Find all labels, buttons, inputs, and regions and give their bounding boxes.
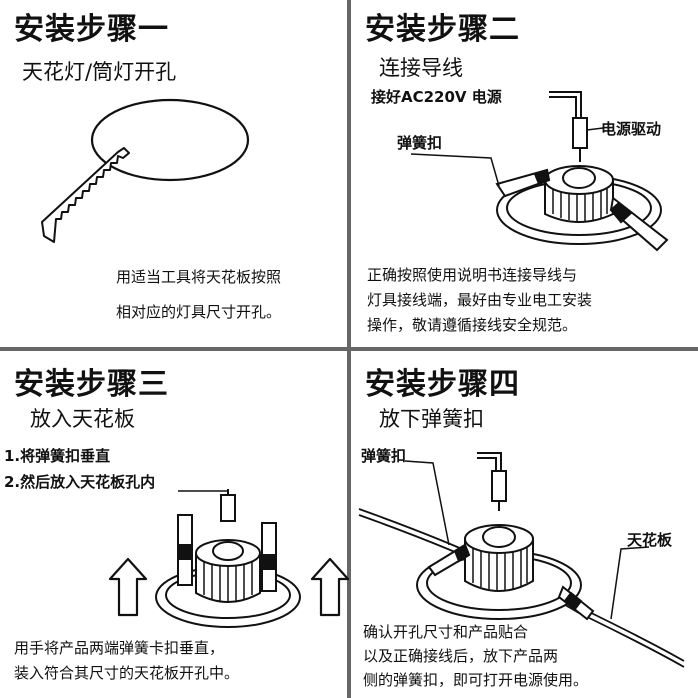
power-driver-icon	[572, 117, 588, 149]
lamp-lens	[482, 526, 516, 548]
power-wire	[549, 91, 582, 120]
up-arrow-right-icon	[310, 557, 349, 617]
step1-title: 安装步骤一	[14, 12, 169, 47]
step3-desc-line2: 装入符合其尺寸的天花板开孔中。	[14, 664, 240, 682]
horizontal-divider	[0, 347, 698, 351]
driver-pointer-line	[586, 127, 604, 131]
power-wire	[477, 452, 502, 471]
step2-subtitle: 连接导线	[379, 56, 463, 80]
step2-panel: 安装步骤二 连接导线 接好AC220V 电源 电源驱动 弹簧扣 正确按照使用说明…	[349, 0, 698, 349]
spring-pointer-arrow	[410, 153, 500, 187]
step4-desc-line2: 以及正确接线后，放下产品两	[363, 647, 559, 665]
install-springs-illustration	[358, 452, 685, 668]
step4-label-spring: 弹簧扣	[361, 447, 407, 465]
step3-title: 安装步骤三	[14, 367, 169, 402]
step4-desc-line3: 侧的弹簧扣，即可打开电源使用。	[363, 671, 589, 689]
lamp-lens	[562, 167, 596, 189]
up-arrow-left-icon	[108, 557, 148, 617]
step2-label-driver: 电源驱动	[601, 120, 662, 138]
step3-desc-line1: 用手将产品两端弹簧卡扣垂直，	[14, 639, 225, 657]
step3-item2: 2.然后放入天花板孔内	[4, 473, 156, 491]
step2-title: 安装步骤二	[365, 12, 520, 47]
step4-subtitle: 放下弹簧扣	[379, 407, 484, 431]
lamp-illustration	[495, 91, 669, 252]
power-driver-icon	[220, 494, 236, 522]
power-driver-icon	[491, 470, 507, 502]
step1-panel: 安装步骤一 天花灯/筒灯开孔 用适当工具将天花板按照 相对应的灯具尺寸开孔。	[0, 0, 349, 349]
wiring-illustration	[410, 91, 669, 252]
step2-label-spring: 弹簧扣	[397, 134, 443, 152]
step3-panel: 安装步骤三 放入天花板 1.将弹簧扣垂直 2.然后放入天花板孔内 用手将产品两端…	[0, 349, 349, 698]
step2-desc-line2: 灯具接线端，最好由专业电工安装	[367, 291, 593, 309]
step1-desc-line2: 相对应的灯具尺寸开孔。	[116, 303, 282, 321]
step4-desc-line1: 确认开孔尺寸和产品贴合	[363, 623, 529, 641]
step2-desc-line3: 操作，敬请遵循接线安全规范。	[367, 316, 578, 334]
step1-subtitle: 天花灯/筒灯开孔	[22, 60, 177, 84]
step3-subtitle: 放入天花板	[30, 407, 135, 431]
lamp-lens	[212, 541, 244, 561]
step2-power-note: 接好AC220V 电源	[371, 88, 502, 106]
cutting-hole-illustration	[41, 98, 250, 243]
saw-icon	[41, 147, 130, 243]
ceiling-pointer-line	[610, 546, 650, 620]
step4-panel: 安装步骤四 放下弹簧扣 弹簧扣 天花板 确认开孔尺寸和产品贴合 以及正确接线后，…	[349, 349, 698, 698]
step4-label-ceiling: 天花板	[627, 531, 673, 549]
step1-desc-line1: 用适当工具将天花板按照	[116, 268, 282, 286]
spring-pointer-line	[404, 460, 450, 546]
step3-item1: 1.将弹簧扣垂直	[4, 447, 111, 465]
insert-lamp-illustration	[108, 489, 349, 628]
step4-title: 安装步骤四	[365, 367, 520, 402]
step2-desc-line1: 正确按照使用说明书连接导线与	[367, 266, 578, 284]
ceiling-hole-outline	[90, 98, 250, 182]
